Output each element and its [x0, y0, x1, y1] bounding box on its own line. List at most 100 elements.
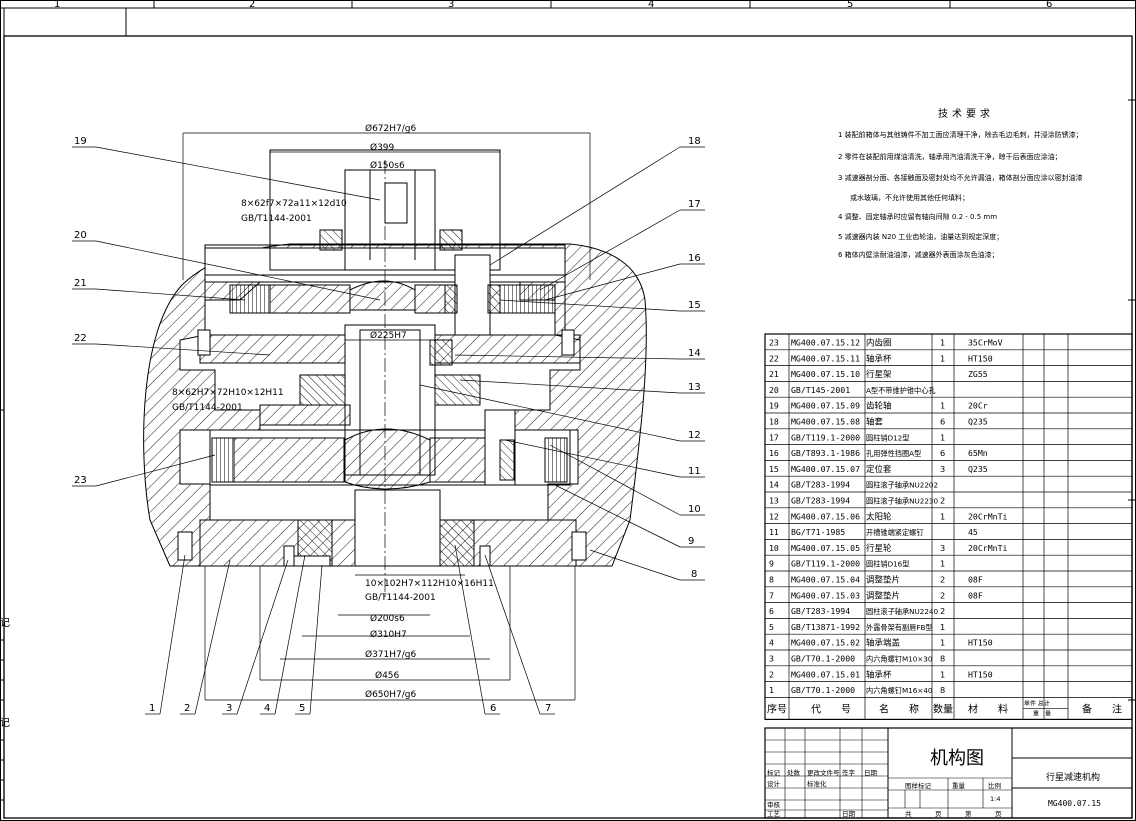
callout: 23 [74, 475, 87, 486]
part-code: GB/T283-1994 [791, 496, 850, 506]
header-code: 代 号 [811, 703, 851, 715]
part-material: 08F [968, 575, 983, 585]
part-no: 18 [769, 417, 779, 427]
part-qty: 1 [940, 353, 945, 363]
side-label: 记 [0, 617, 10, 629]
callout: 14 [688, 348, 701, 359]
part-no: 11 [769, 527, 779, 537]
part-material: ZG55 [968, 369, 988, 379]
dim-spline-bot-std: GB/T1144-2001 [365, 593, 436, 603]
callout: 21 [74, 278, 87, 289]
callout: 17 [688, 199, 701, 210]
zone-label: 4 [648, 0, 654, 10]
part-no: 2 [769, 669, 774, 679]
part-code: MG400.07.15.05 [791, 543, 860, 553]
tb-mark: 标记 [767, 768, 781, 777]
header-weight-1: 单件 总计 [1024, 699, 1050, 707]
part-name: 轴套 [866, 417, 884, 428]
zone-label: 5 [847, 0, 853, 10]
part-qty: 6 [940, 417, 945, 427]
part-code: GB/T70.1-2000 [791, 654, 855, 664]
part-name: 开槽锥端紧定螺钉 [866, 528, 924, 537]
part-no: 8 [769, 575, 774, 585]
part-name: 齿轮轴 [866, 401, 892, 412]
part-no: 19 [769, 401, 779, 411]
requirement-line: 1 装配前箱体与其他铸件不加工面应清理干净，除去毛边毛刺，并浸涂防锈漆； [838, 130, 1083, 139]
dim-d456: Ø456 [375, 670, 400, 681]
tb-sign: 签字 [842, 768, 856, 777]
dim-d225: Ø225H7 [370, 330, 407, 341]
part-code: GB/T893.1-1986 [791, 448, 860, 458]
part-no: 22 [769, 353, 779, 363]
callout: 16 [688, 253, 701, 264]
header-note: 备 注 [1082, 702, 1122, 715]
header-weight-2: 重 量 [1033, 709, 1051, 717]
part-code: GB/T119.1-2000 [791, 432, 860, 442]
part-code: MG400.07.15.06 [791, 511, 860, 521]
part-material: 20Cr [968, 401, 988, 411]
part-name: 内六角螺钉M10×30 [866, 655, 933, 664]
tb-design: 设计 [767, 779, 781, 788]
part-no: 12 [769, 511, 779, 521]
callout: 13 [688, 382, 701, 393]
part-code: GB/T283-1994 [791, 606, 850, 616]
drawing-number: MG400.07.15 [1048, 799, 1101, 808]
callout: 5 [299, 703, 305, 714]
part-qty: 2 [940, 496, 945, 506]
part-material: 20CrMnTi [968, 543, 1008, 553]
part-code: MG400.07.15.08 [791, 417, 860, 427]
part-material: Q235 [968, 417, 988, 427]
requirements-title: 技术要求 [938, 107, 994, 120]
tb-weight: 重量 [952, 782, 966, 790]
callout: 22 [74, 333, 87, 344]
title-block-text: 机构图 行星减速机构 MG400.07.15 1:4 标记 处数 更改文件号 签… [767, 748, 1101, 818]
part-qty: 2 [940, 590, 945, 600]
part-qty: 1 [940, 622, 945, 632]
part-code: GB/T145-2001 [791, 385, 850, 395]
title-block [764, 727, 1133, 819]
part-qty: 1 [940, 401, 945, 411]
part-name: A型不带维护锥中心孔 [866, 386, 936, 395]
part-qty: 8 [940, 654, 945, 664]
callout: 2 [184, 703, 190, 714]
part-code: BG/T71-1985 [791, 527, 845, 537]
callout: 9 [688, 536, 694, 547]
part-material: HT150 [968, 638, 993, 648]
part-no: 21 [769, 369, 779, 379]
part-name: 内六角螺钉M16×40 [866, 686, 933, 695]
part-name: 调整垫片 [866, 575, 900, 586]
requirement-line: 3 减速器剖分面、各接触面及密封处均不允许漏油，箱体剖分面应涂以密封油漆 [838, 173, 1083, 182]
part-no: 6 [769, 606, 774, 616]
tb-check: 审核 [767, 800, 781, 809]
part-qty: 1 [940, 432, 945, 442]
tb-ratio: 比例 [988, 781, 1001, 790]
part-no: 15 [769, 464, 779, 474]
header-name: 名 称 [879, 702, 919, 715]
part-code: GB/T283-1994 [791, 480, 850, 490]
dim-spline-top: 8×62f7×72a11×12d10 [241, 199, 347, 209]
part-code: GB/T70.1-2000 [791, 685, 855, 695]
part-code: GB/T13871-1992 [791, 622, 860, 632]
part-qty: 1 [940, 511, 945, 521]
parts-table-border [764, 333, 1133, 720]
header-no: 序号 [767, 702, 787, 715]
part-code: MG400.07.15.01 [791, 669, 860, 679]
part-name: 圆柱销D12型 [866, 433, 909, 442]
callout: 8 [691, 569, 697, 580]
part-code: MG400.07.15.04 [791, 575, 860, 585]
part-code: MG400.07.15.12 [791, 338, 860, 348]
dim-spline-mid-std: GB/T1144-2001 [172, 403, 243, 413]
tb-craft: 工艺 [767, 810, 781, 818]
part-qty: 8 [940, 685, 945, 695]
callout: 4 [264, 703, 270, 714]
dim-d399: Ø399 [370, 142, 395, 153]
part-name: 轴承杯 [866, 669, 892, 680]
callout: 12 [688, 430, 701, 441]
part-no: 20 [769, 385, 779, 395]
part-no: 14 [769, 480, 779, 490]
requirement-line: 5 减速器内装 N20 工业齿轮油，油量达到规定深度； [838, 232, 1003, 241]
part-code: MG400.07.15.10 [791, 369, 860, 379]
part-code: MG400.07.15.07 [791, 464, 860, 474]
